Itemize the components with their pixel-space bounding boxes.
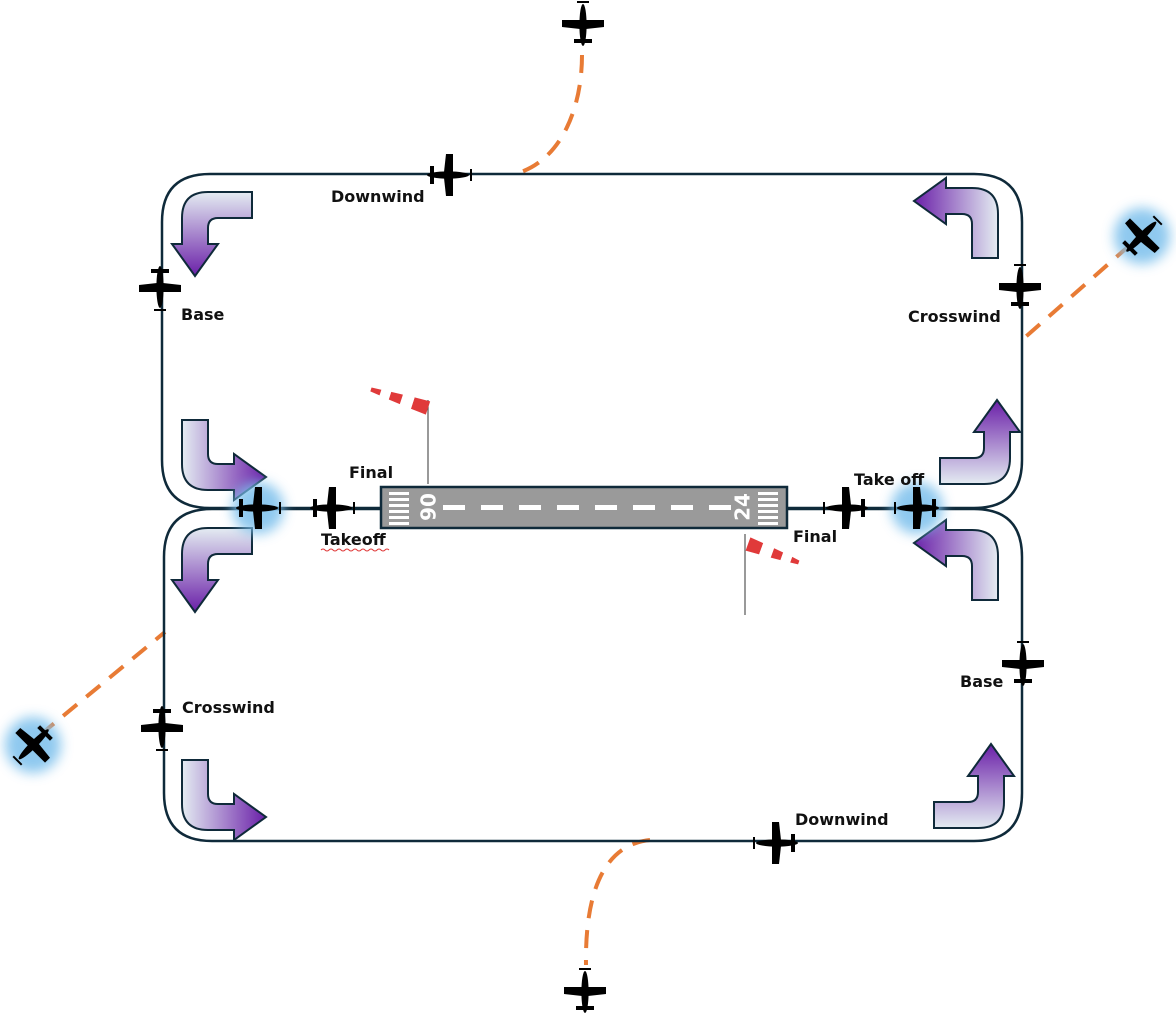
turn-arrow-icon: [181, 759, 267, 841]
runway-centerline: [443, 505, 731, 510]
airplane-icon: [562, 1, 604, 46]
entry-paths: [38, 54, 1132, 966]
label-downwind-bottom: Downwind: [795, 810, 889, 829]
leg-labels: Downwind Base Crosswind Final Takeoff Ta…: [181, 187, 1004, 829]
label-takeoff-right: Take off: [854, 470, 925, 489]
entry-path-bottom: [583, 838, 651, 966]
pattern-circuits: [160, 172, 1024, 843]
turn-arrow-icon: [171, 191, 253, 277]
label-final-right: Final: [793, 527, 837, 546]
upper-pattern-circuit: [160, 172, 1024, 510]
runway-threshold-east: [758, 492, 778, 525]
label-base-bottom-right: Base: [960, 672, 1004, 691]
airplane-icon: [753, 822, 798, 864]
turn-arrow-icon: [913, 177, 999, 259]
turn-arrow-icon: [933, 743, 1015, 829]
entry-path-top: [517, 54, 584, 175]
entry-path-left: [38, 630, 167, 737]
runway-number-east: 24: [731, 493, 755, 521]
label-crosswind-bottom-left: Crosswind: [182, 698, 275, 717]
windsock-icon: [744, 534, 800, 615]
airplane-icon: [1002, 641, 1044, 686]
entry-path-right: [1020, 243, 1132, 342]
label-takeoff-left: Takeoff: [321, 530, 387, 549]
turn-arrow-icon: [939, 399, 1021, 485]
label-base-top-left: Base: [181, 305, 225, 324]
runway-number-west: 90: [417, 493, 441, 521]
turn-arrow-icon: [171, 527, 253, 613]
windsock-icon: [370, 387, 431, 484]
label-downwind-top: Downwind: [331, 187, 425, 206]
spellcheck-underline: [320, 548, 390, 552]
airplane-icon: [141, 706, 183, 751]
label-final-left: Final: [349, 463, 393, 482]
airplane-icon: [999, 264, 1041, 309]
airplane-icon: [564, 968, 606, 1013]
runway: 90 24: [379, 485, 789, 530]
airplane-icon: [823, 487, 868, 529]
airplane-icon: [310, 487, 355, 529]
airplane-icon: [139, 266, 181, 311]
label-crosswind-top-right: Crosswind: [908, 307, 1001, 326]
airplane-icon: [427, 154, 472, 196]
runway-threshold-west: [389, 492, 409, 525]
lower-pattern-circuit: [162, 507, 1024, 843]
